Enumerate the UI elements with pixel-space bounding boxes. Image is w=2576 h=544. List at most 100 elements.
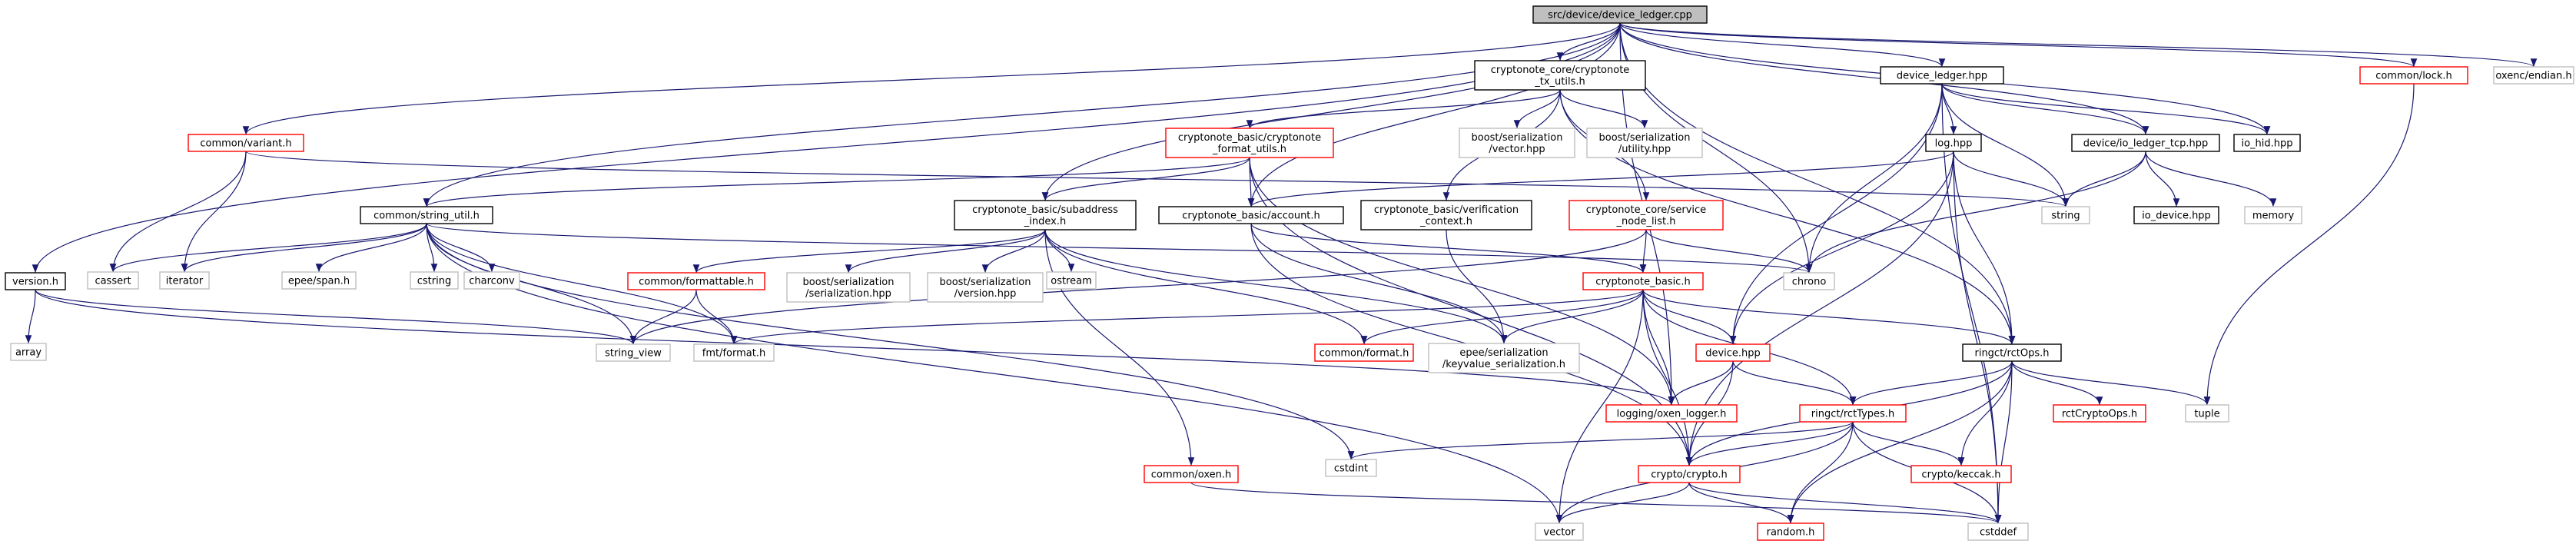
edge-rctTypes-to-cstdint [1347, 421, 1854, 460]
edge-rctOps-to-tuple [2011, 360, 2211, 406]
edge-root-to-subaddress_index [1041, 22, 1621, 201]
node-keccak[interactable]: crypto/keccak.h [1910, 465, 2012, 483]
node-label: common/formattable.h [639, 277, 754, 288]
node-label: /serialization.hpp [805, 288, 891, 300]
node-bs-utility: boost/serialization/utility.hpp [1586, 128, 1703, 158]
edge-account-to-keyvalue_ser [1250, 223, 1508, 344]
edge-device_hpp-to-oxen_logger [1668, 360, 1734, 406]
node-box [2359, 66, 2468, 85]
node-rctTypes[interactable]: ringct/rctTypes.h [1799, 404, 1907, 423]
node-common-format[interactable]: common/format.h [1314, 343, 1414, 362]
node-box [1474, 60, 1646, 91]
node-cassert: cassert [87, 271, 139, 290]
node-io-device[interactable]: io_device.hpp [2133, 206, 2219, 224]
node-label: version.h [12, 277, 58, 288]
node-label: boost/serialization [939, 277, 1031, 288]
node-label: cryptonote_basic.h [1595, 277, 1690, 288]
node-bs-serialization: boost/serialization/serialization.hpp [786, 272, 911, 303]
node-rctOps[interactable]: ringct/rctOps.h [1962, 343, 2062, 362]
node-box [1695, 343, 1771, 362]
node-array: array [10, 343, 47, 361]
edge-verification_context-to-keyvalue_ser [1446, 229, 1508, 344]
node-cn-format-utils[interactable]: cryptonote_basic/cryptonote_format_utils… [1165, 128, 1334, 158]
node-variant[interactable]: common/variant.h [188, 134, 304, 152]
edge-rctTypes-to-random [1787, 421, 1854, 524]
edge-string_util-to-cassert [109, 223, 427, 273]
node-common-lock[interactable]: common/lock.h [2359, 66, 2468, 85]
node-common-oxen[interactable]: common/oxen.h [1144, 465, 1239, 483]
node-box [1586, 128, 1703, 158]
node-device-ledger-hpp[interactable]: device_ledger.hpp [1880, 66, 2004, 85]
edge-subaddress_index-to-bs_serialization [845, 229, 1046, 274]
edge-root-to-string_util [423, 22, 1621, 207]
node-label: ringct/rctOps.h [1974, 348, 2049, 360]
edge-formattable-to-string_view [629, 289, 697, 345]
node-label: array [15, 347, 41, 359]
node-label: chrono [1792, 277, 1827, 288]
node-label: cryptonote_core/service [1586, 204, 1706, 216]
node-label: logging/oxen_logger.h [1617, 409, 1727, 420]
edge-device_ledger_hpp-to-io_ledger_tcp [1941, 83, 2149, 135]
node-subaddress-index[interactable]: cryptonote_basic/subaddress_index.h [954, 200, 1137, 231]
node-box [596, 343, 671, 362]
node-cn-basic[interactable]: cryptonote_basic.h [1582, 272, 1704, 290]
edge-string_util-to-iterator [181, 223, 427, 273]
edge-service_node_list-to-cn_basic [1639, 229, 1647, 274]
edge-rctTypes-to-keccak [1852, 421, 1965, 466]
node-label: cryptonote_basic/account.h [1182, 211, 1320, 222]
node-box [1757, 522, 1824, 541]
node-label: memory [2252, 211, 2295, 222]
node-box [2133, 206, 2219, 224]
edge-rctOps-to-cstddef [1994, 360, 2013, 524]
node-account[interactable]: cryptonote_basic/account.h [1158, 206, 1344, 224]
node-box [1962, 343, 2062, 362]
node-box [1783, 272, 1835, 290]
node-box [1605, 404, 1738, 423]
node-box [627, 272, 765, 290]
node-box [1158, 206, 1344, 224]
node-service-node-list[interactable]: cryptonote_core/service_node_list.h [1569, 200, 1724, 231]
node-io-ledger-tcp[interactable]: device/io_ledger_tcp.hpp [2071, 134, 2220, 152]
node-box [1165, 128, 1334, 158]
node-box [1144, 465, 1239, 483]
node-vector: vector [1535, 522, 1584, 541]
node-io-hid[interactable]: io_hid.hpp [2233, 134, 2301, 152]
edge-io_ledger_tcp-to-memory [2145, 151, 2277, 207]
node-log-hpp[interactable]: log.hpp [1925, 134, 1982, 152]
node-bs-version: boost/serialization/version.hpp [927, 272, 1044, 303]
node-device-hpp[interactable]: device.hpp [1695, 343, 1771, 362]
edge-subaddress_index-to-common_format [1044, 229, 1368, 345]
node-version[interactable]: version.h [5, 272, 66, 290]
node-box [463, 271, 520, 290]
edge-root-to-device_ledger_hpp [1619, 22, 1946, 68]
node-string-view: string_view [596, 343, 671, 362]
node-random[interactable]: random.h [1757, 522, 1824, 541]
node-label: epee/span.h [288, 276, 350, 287]
node-formattable[interactable]: common/formattable.h [627, 272, 765, 290]
edge-io_ledger_tcp-to-io_device [2145, 151, 2180, 207]
node-box [1535, 522, 1584, 541]
node-label: common/oxen.h [1151, 469, 1231, 481]
node-box [1428, 343, 1580, 373]
node-label: oxenc/endian.h [2495, 71, 2571, 82]
edges [25, 22, 2537, 524]
node-ostream: ostream [1046, 271, 1097, 290]
node-crypto[interactable]: crypto/crypto.h [1638, 465, 1741, 483]
node-rctCryptoOps[interactable]: rctCryptoOps.h [2053, 404, 2146, 423]
edge-device_ledger_hpp-to-device_hpp [1729, 83, 1943, 345]
node-box [87, 271, 139, 290]
edge-string_util-to-cstdint [426, 223, 1355, 460]
node-label: device_ledger.hpp [1897, 71, 1987, 82]
edge-version-to-array [25, 289, 36, 344]
node-oxen-logger[interactable]: logging/oxen_logger.h [1605, 404, 1738, 423]
edge-variant-to-cassert [109, 151, 247, 273]
node-label: crypto/keccak.h [1921, 469, 2000, 481]
node-string-util[interactable]: common/string_util.h [360, 206, 493, 224]
edge-cn_format_utils-to-subaddress_index [1041, 157, 1250, 201]
node-memory: memory [2244, 206, 2302, 224]
node-label: ringct/rctTypes.h [1811, 409, 1894, 420]
node-verification-context[interactable]: cryptonote_basic/verification_context.h [1360, 200, 1532, 231]
node-label: common/lock.h [2375, 71, 2452, 82]
node-root[interactable]: src/device/device_ledger.cpp [1532, 5, 1708, 24]
node-cn-tx-utils[interactable]: cryptonote_core/cryptonote_tx_utils.h [1474, 60, 1646, 91]
